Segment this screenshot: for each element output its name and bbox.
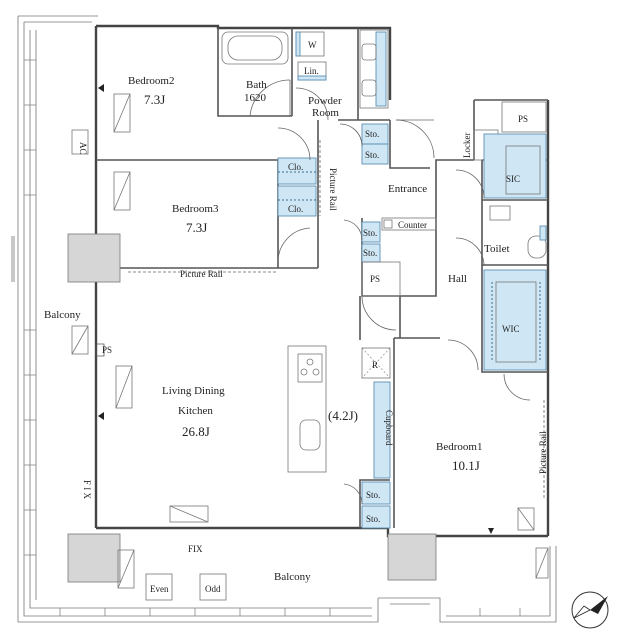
storage-units-bottom: [361, 481, 391, 529]
storage-units-hall: [361, 221, 381, 263]
bedroom3-size: 7.3J: [186, 220, 207, 235]
ldk-label-1: Living Dining: [162, 385, 225, 397]
balcony-boundary: [11, 15, 557, 623]
bath-door[interactable]: [249, 79, 291, 117]
picture-rail-label-ldk: Picture Rail: [180, 269, 223, 279]
bath-label: Bath: [246, 79, 267, 91]
sic-label: SIC: [506, 174, 520, 184]
bedroom1-label: Bedroom1: [436, 441, 482, 453]
bath-size: 1620: [244, 92, 267, 104]
fridge-label: R: [372, 360, 378, 370]
railing-posts: [24, 59, 521, 616]
ldk-size: 26.8J: [182, 424, 210, 439]
ps-box-balcony: [95, 343, 105, 357]
toilet-fixture: [489, 205, 547, 259]
entrance-label: Entrance: [388, 183, 427, 195]
bedroom2-door[interactable]: [277, 127, 311, 161]
balcony-bottom-label: Balcony: [274, 571, 311, 583]
aircon-label: AC: [78, 142, 88, 155]
storage-label-4: Sto.: [363, 248, 377, 258]
ldk-storage-door[interactable]: [343, 483, 363, 505]
bedroom3-label: Bedroom3: [172, 203, 219, 215]
counter-label: Counter: [398, 220, 427, 230]
ldk-door[interactable]: [361, 295, 397, 331]
aircon-units: [71, 93, 549, 589]
kitchen-island: [287, 345, 327, 473]
ps-box-hall: [361, 261, 401, 297]
odd-label: Odd: [205, 584, 221, 594]
wic-label: WIC: [502, 324, 520, 334]
storage-label-2: Sto.: [365, 150, 379, 160]
ps-label-top: PS: [518, 114, 528, 124]
ps-box-top: [501, 101, 547, 133]
storage-door[interactable]: [339, 123, 363, 147]
odd-unit-box: [199, 573, 227, 601]
vanity: [359, 29, 389, 109]
powder-label-2: Room: [312, 107, 339, 119]
closets: [277, 157, 317, 217]
powder-label-1: Powder: [308, 95, 342, 107]
washer-shelf: [295, 31, 301, 57]
storage-label-5: Sto.: [366, 490, 380, 500]
cupboard-box: [373, 381, 391, 479]
cupboard-label: Cupboard: [384, 410, 394, 446]
fix-label-bottom: FIX: [188, 544, 203, 554]
counter-box: [381, 217, 437, 231]
ps-label-hall: PS: [370, 274, 380, 284]
storage-label-6: Sto.: [366, 514, 380, 524]
picture-rail-label-b1: Picture Rail: [538, 431, 548, 474]
balcony-bump: [377, 597, 441, 614]
powder-door[interactable]: [295, 87, 329, 121]
closet-label-2: Clo.: [288, 204, 303, 214]
even-unit-box: [145, 573, 173, 601]
bedroom3-door[interactable]: [277, 227, 311, 263]
sic-door[interactable]: [455, 169, 485, 199]
hall-label: Hall: [448, 273, 467, 285]
bathtub: [221, 31, 289, 65]
fridge: [361, 347, 391, 379]
closet-label-1: Clo.: [288, 162, 303, 172]
bedroom2-size: 7.3J: [144, 92, 165, 107]
bedroom1-size: 10.1J: [452, 458, 480, 473]
fix-label-left: F I X: [82, 480, 92, 500]
balcony-left-label: Balcony: [44, 309, 81, 321]
washer-label: W: [308, 40, 317, 50]
storage-label-1: Sto.: [365, 129, 379, 139]
wic-door[interactable]: [447, 339, 479, 371]
bedroom2-label: Bedroom2: [128, 75, 174, 87]
structural-pillars: [67, 233, 437, 583]
ps-label-balcony: PS: [102, 345, 112, 355]
ldk-label-2: Kitchen: [178, 405, 213, 417]
marker-arrow: [98, 412, 104, 420]
toilet-door[interactable]: [455, 237, 485, 267]
bedroom1-door[interactable]: [503, 373, 531, 401]
marker-arrow: [98, 84, 104, 92]
hall-storage-door[interactable]: [343, 219, 363, 241]
wic-storage: [483, 269, 547, 371]
entrance-door[interactable]: [395, 119, 435, 159]
toilet-label: Toilet: [484, 243, 510, 255]
marker-arrow: [488, 528, 494, 534]
counter-mark: [383, 219, 393, 229]
linen-shelf: [297, 75, 327, 81]
picture-rail-label-b3: Picture Rail: [328, 168, 338, 211]
sic-storage: [483, 133, 547, 199]
locker-label: Locker: [462, 133, 472, 158]
linen-label: Lin.: [304, 66, 319, 76]
kitchen-size: (4.2J): [328, 408, 358, 423]
storage-units-top: [361, 123, 389, 165]
compass-icon: [571, 591, 609, 629]
even-label: Even: [150, 584, 169, 594]
storage-label-3: Sto.: [363, 228, 377, 238]
